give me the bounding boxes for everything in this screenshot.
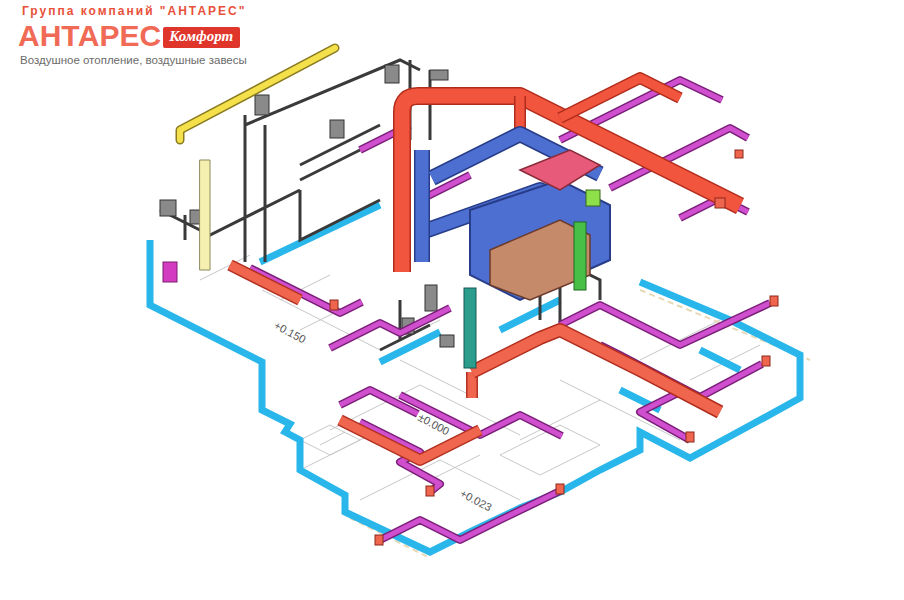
badge-text: Комфорт [169, 28, 234, 45]
logo-badge: Комфорт [163, 27, 240, 48]
level-mark: +0.023 [456, 486, 495, 514]
level-mark: +0.150 [270, 318, 309, 346]
logo-text: Воздушное отопление, воздушные завесы [20, 54, 247, 67]
logo-text: АНТАРЕС [18, 19, 161, 52]
logo-text: Группа компаний "АНТАРЕС" [22, 5, 246, 18]
